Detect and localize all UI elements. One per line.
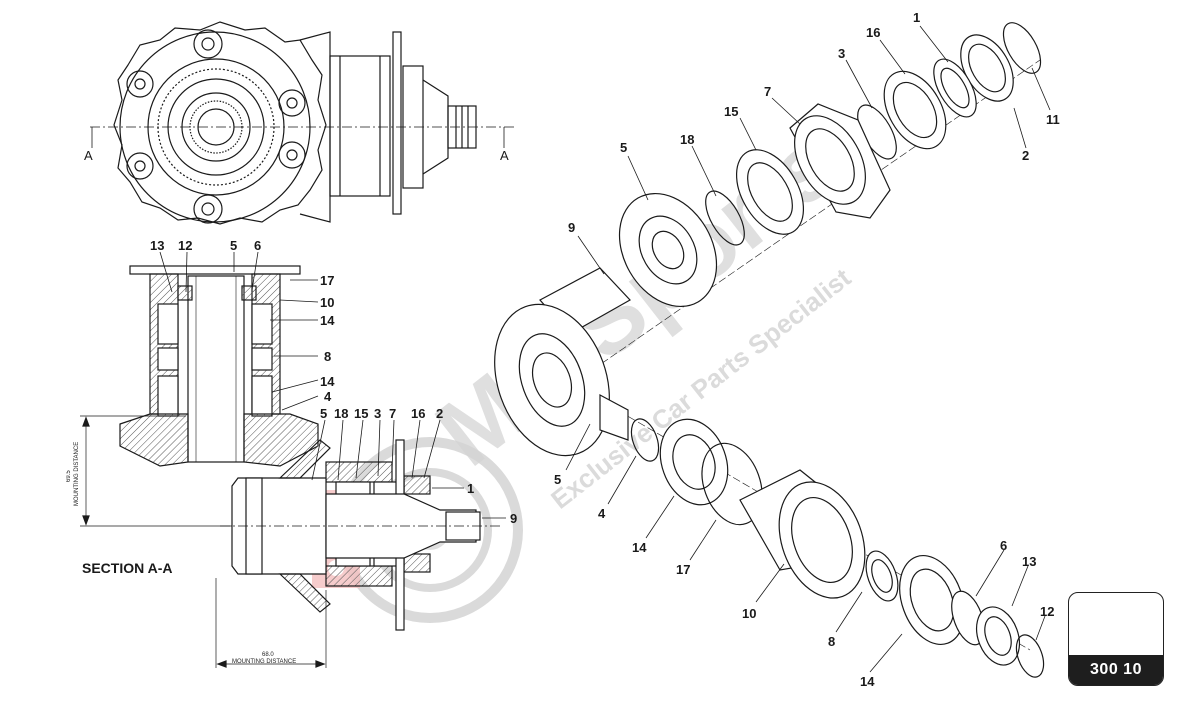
callout-12-exploded: 12 (1040, 604, 1054, 619)
callout-18-pinion: 18 (334, 406, 348, 421)
callout-6-section: 6 (254, 238, 261, 253)
callout-3-pinion: 3 (374, 406, 381, 421)
callout-5-exploded-lower: 5 (554, 472, 561, 487)
callout-14-exploded-upper: 14 (632, 540, 647, 555)
section-mark-left: A (84, 148, 93, 163)
plate-blank-area (1069, 593, 1163, 655)
part-pinion-gear-5-upper (618, 192, 718, 308)
part-circlip-11 (1002, 22, 1042, 74)
mounting-distance-vertical-value: 69.5 (66, 470, 72, 482)
ring-gear-teeth-outline (113, 21, 327, 225)
callout-9-pinion: 9 (510, 511, 517, 526)
callout-5-section: 5 (230, 238, 237, 253)
callout-7-pinion: 7 (389, 406, 396, 421)
part-housing-7 (789, 103, 891, 219)
callout-14a-section: 14 (320, 313, 335, 328)
part-spacer-8 (865, 550, 899, 602)
part-housing-10 (739, 469, 866, 599)
callout-16-pinion: 16 (411, 406, 425, 421)
callout-6-exploded: 6 (1000, 538, 1007, 553)
callout-9-exploded: 9 (568, 220, 575, 235)
part-oring-17 (701, 442, 763, 526)
part-ring-gear-5-lower (494, 303, 629, 457)
callout-13-section: 13 (150, 238, 164, 253)
top-end-view (90, 21, 515, 225)
exploded-leaders (565, 25, 1051, 673)
section-view (80, 265, 500, 668)
callout-15-exploded: 15 (724, 104, 738, 119)
exploded-callouts: 1 16 3 7 15 18 5 9 11 2 5 4 14 17 10 8 1… (554, 10, 1060, 689)
part-circlip-12 (1015, 634, 1045, 678)
callout-1-exploded: 1 (913, 10, 920, 25)
plate-number: 300 10 (1069, 655, 1163, 685)
callout-10-section: 10 (320, 295, 334, 310)
part-bearing-14-lower (899, 554, 965, 646)
exploded-view (494, 22, 1045, 678)
callout-2-exploded: 2 (1022, 148, 1029, 163)
part-spacer-4 (630, 418, 660, 462)
callout-15-pinion: 15 (354, 406, 368, 421)
part-nut-2 (960, 34, 1014, 102)
mounting-distance-horizontal-value: 68.0 (262, 652, 274, 658)
part-bearing-16 (883, 70, 947, 150)
callout-13-exploded: 13 (1022, 554, 1036, 569)
callout-16-exploded: 16 (866, 25, 880, 40)
section-leaders (159, 251, 506, 519)
section-label: SECTION A-A (82, 560, 173, 576)
callout-5-pinion: 5 (320, 406, 327, 421)
callout-14b-section: 14 (320, 374, 335, 389)
callout-11-exploded: 11 (1046, 112, 1060, 127)
part-bearing-14-upper (659, 418, 729, 506)
mounting-distance-horizontal-label: MOUNTING DISTANCE (232, 659, 296, 665)
callout-17-exploded: 17 (676, 562, 690, 577)
section-mark-right: A (500, 148, 509, 163)
callout-4-exploded: 4 (598, 506, 606, 521)
callout-17-section: 17 (320, 273, 334, 288)
callout-1-pinion: 1 (467, 481, 474, 496)
callout-14-exploded-lower: 14 (860, 674, 875, 689)
section-callouts: 13 12 5 6 17 10 14 8 14 4 5 18 15 3 7 16… (150, 238, 517, 526)
callout-8-exploded: 8 (828, 634, 835, 649)
callout-7-exploded: 7 (764, 84, 771, 99)
part-seal-1 (933, 58, 977, 118)
callout-4-section: 4 (324, 389, 332, 404)
callout-2-pinion: 2 (436, 406, 443, 421)
part-cap-13 (975, 606, 1021, 666)
callout-12-section: 12 (178, 238, 192, 253)
plate-number-box: 300 10 (1068, 592, 1164, 686)
callout-8-section: 8 (324, 349, 331, 364)
callout-3-exploded: 3 (838, 46, 845, 61)
callout-5-exploded-upper: 5 (620, 140, 627, 155)
part-bearing-15 (735, 149, 805, 235)
mounting-distance-vertical-label: MOUNTING DISTANCE (74, 442, 80, 506)
part-spacer-18 (705, 190, 745, 246)
callout-18-exploded: 18 (680, 132, 694, 147)
callout-10-exploded: 10 (742, 606, 756, 621)
